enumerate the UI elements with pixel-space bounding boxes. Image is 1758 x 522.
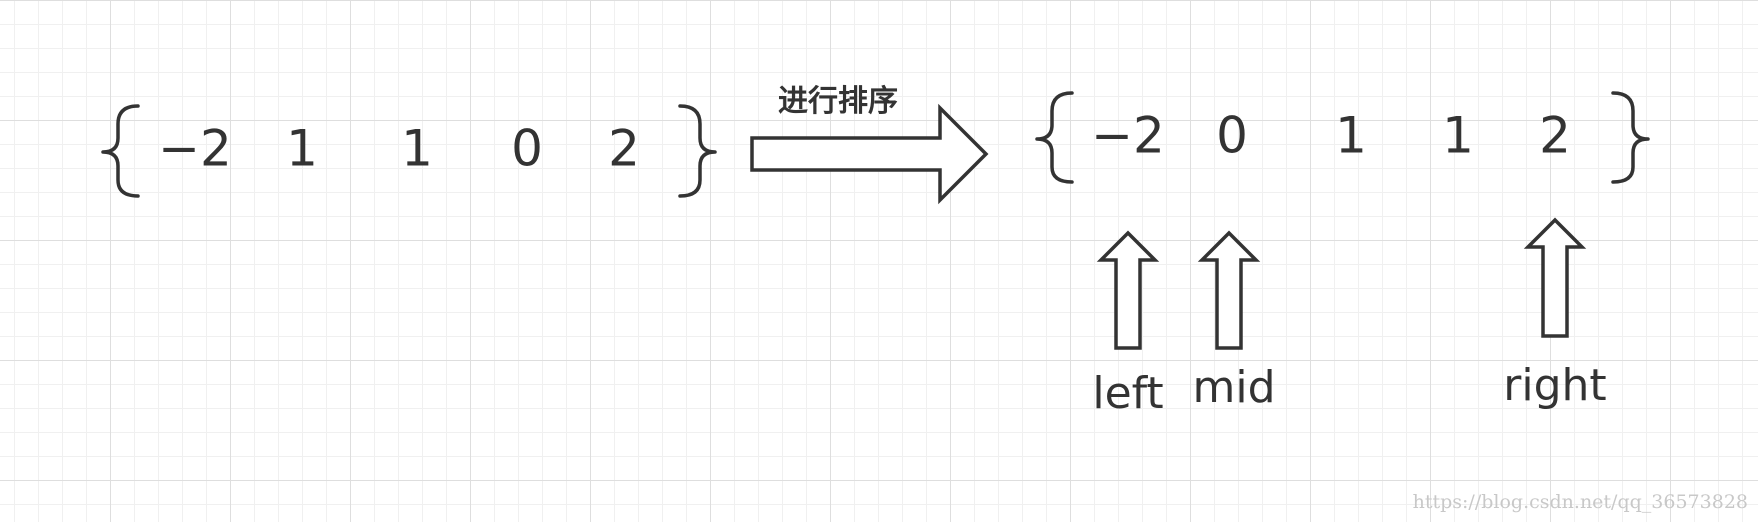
- before-close-brace: [678, 104, 717, 198]
- after-value: 0: [1216, 107, 1248, 165]
- sort-arrow: 进行排序: [750, 84, 989, 205]
- pointer-label-mid: mid: [1192, 362, 1275, 413]
- before-value: 2: [608, 120, 640, 178]
- before-value: 0: [511, 120, 543, 178]
- before-value: −2: [158, 120, 232, 178]
- before-open-brace: [101, 104, 140, 198]
- up-arrow-icon: [1523, 217, 1587, 338]
- after-value: −2: [1091, 107, 1165, 165]
- pointer-left: left: [1092, 230, 1164, 419]
- after-close-brace: [1611, 91, 1650, 184]
- up-arrow-icon: [1096, 230, 1160, 350]
- pointer-mid: mid: [1192, 230, 1276, 413]
- up-arrow-icon: [1197, 230, 1261, 350]
- before-value: 1: [401, 120, 433, 178]
- watermark: https://blog.csdn.net/qq_36573828: [1413, 491, 1748, 513]
- sort-caption: 进行排序: [778, 84, 898, 119]
- before-value: 1: [286, 120, 318, 178]
- before-array: −2 1 1 0 2: [101, 104, 717, 198]
- after-array: −2 0 1 1 2: [1035, 91, 1650, 184]
- after-value: 2: [1539, 107, 1571, 165]
- after-open-brace: [1035, 91, 1074, 184]
- pointer-right: right: [1503, 217, 1607, 411]
- after-value: 1: [1335, 107, 1367, 165]
- after-value: 1: [1442, 107, 1474, 165]
- right-arrow-icon: [750, 103, 989, 205]
- pointer-label-left: left: [1092, 368, 1163, 419]
- pointer-label-right: right: [1503, 360, 1606, 411]
